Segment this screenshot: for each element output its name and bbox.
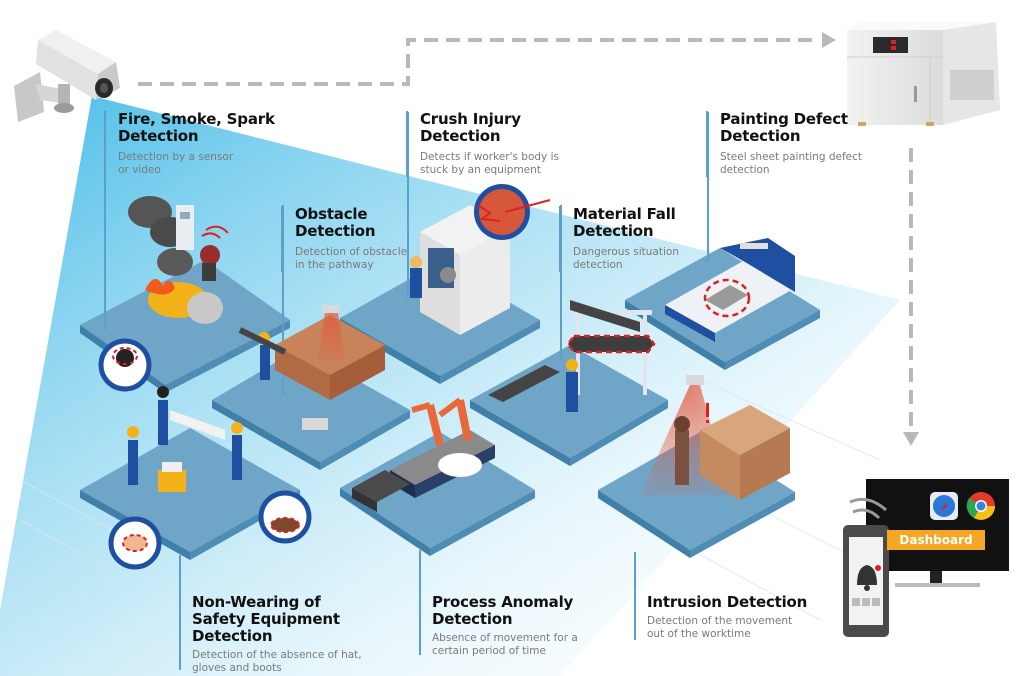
label-title: Material Fall Detection bbox=[573, 206, 713, 240]
title-line: Detection bbox=[295, 222, 376, 240]
obstacle-illustration bbox=[238, 305, 385, 430]
desc-line: Detection of the movement bbox=[647, 615, 793, 627]
label-title: Non-Wearing of Safety Equipment Detectio… bbox=[192, 594, 392, 645]
arrow-head-down bbox=[903, 432, 919, 446]
label-description: Detects if worker's body is stuck by an … bbox=[420, 151, 620, 177]
desc-line: Dangerous situation bbox=[573, 246, 679, 258]
label-description: Steel sheet painting defect detection bbox=[720, 151, 920, 177]
desc-line: Absence of movement for a bbox=[432, 632, 578, 644]
process-robot-illustration bbox=[352, 397, 495, 512]
title-line: Painting Defect bbox=[720, 110, 848, 128]
label-process: Process Anomaly Detection Absence of mov… bbox=[418, 594, 632, 658]
label-title: Fire, Smoke, Spark Detection bbox=[118, 111, 318, 145]
painting-machine-illustration bbox=[665, 238, 795, 342]
title-line: Non-Wearing of bbox=[192, 593, 321, 611]
desc-line: stuck by an equipment bbox=[420, 164, 541, 176]
title-line: Detection bbox=[420, 127, 501, 145]
edge-server-icon bbox=[847, 22, 1000, 126]
title-line: Safety Equipment bbox=[192, 610, 340, 628]
title-line: Fire, Smoke, Spark bbox=[118, 110, 275, 128]
intrusion-illustration bbox=[640, 375, 790, 500]
label-description: Detection of the movement out of the wor… bbox=[647, 615, 847, 641]
crush-machine-illustration bbox=[410, 184, 551, 335]
material-fall-illustration bbox=[488, 300, 656, 412]
label-description: Detection of obstacle in the pathway bbox=[295, 246, 435, 272]
title-line: Detection bbox=[720, 127, 801, 145]
label-crush: Crush Injury Detection Detects if worker… bbox=[406, 111, 620, 177]
label-title: Process Anomaly Detection bbox=[432, 594, 632, 628]
desc-line: detection bbox=[573, 259, 623, 271]
connector-camera-to-server bbox=[138, 38, 820, 86]
desc-line: in the pathway bbox=[295, 259, 374, 271]
label-ppe: Non-Wearing of Safety Equipment Detectio… bbox=[178, 594, 392, 675]
label-description: Dangerous situation detection bbox=[573, 246, 713, 272]
desc-line: Detection by a sensor bbox=[118, 151, 234, 163]
label-title: Obstacle Detection bbox=[295, 206, 435, 240]
desc-line: Detection of the absence of hat, bbox=[192, 649, 362, 661]
title-line: Crush Injury bbox=[420, 110, 521, 128]
dashboard-button[interactable]: Dashboard bbox=[887, 530, 985, 550]
dashboard-monitor-icon bbox=[866, 479, 1009, 587]
desc-line: Detection of obstacle bbox=[295, 246, 408, 258]
title-line: Detection bbox=[573, 222, 654, 240]
desc-line: Detects if worker's body is bbox=[420, 151, 559, 163]
label-obstacle: Obstacle Detection Detection of obstacle… bbox=[281, 206, 435, 272]
mobile-alert-icon bbox=[843, 497, 889, 637]
desc-line: or video bbox=[118, 164, 161, 176]
arrow-head-right bbox=[822, 32, 836, 48]
label-description: Absence of movement for a certain period… bbox=[432, 632, 632, 658]
label-material: Material Fall Detection Dangerous situat… bbox=[559, 206, 713, 272]
cctv-camera-icon bbox=[14, 30, 120, 122]
label-intrusion: Intrusion Detection Detection of the mov… bbox=[633, 594, 847, 641]
title-line: Obstacle bbox=[295, 205, 368, 223]
label-fire: Fire, Smoke, Spark Detection Detection b… bbox=[104, 111, 318, 177]
label-description: Detection by a sensor or video bbox=[118, 151, 318, 177]
title-line: Intrusion Detection bbox=[647, 593, 808, 611]
label-title: Painting Defect Detection bbox=[720, 111, 920, 145]
desc-line: Steel sheet painting defect bbox=[720, 151, 862, 163]
title-line: Material Fall bbox=[573, 205, 676, 223]
desc-line: out of the worktime bbox=[647, 628, 751, 640]
title-line: Process Anomaly bbox=[432, 593, 574, 611]
ppe-workers-illustration bbox=[98, 338, 312, 570]
desc-line: detection bbox=[720, 164, 770, 176]
title-line: Detection bbox=[118, 127, 199, 145]
title-line: Detection bbox=[432, 610, 513, 628]
fire-pump-illustration bbox=[128, 196, 229, 324]
label-title: Crush Injury Detection bbox=[420, 111, 620, 145]
label-description: Detection of the absence of hat, gloves … bbox=[192, 649, 392, 675]
label-painting: Painting Defect Detection Steel sheet pa… bbox=[706, 111, 920, 177]
label-title: Intrusion Detection bbox=[647, 594, 847, 611]
title-line: Detection bbox=[192, 627, 273, 645]
desc-line: certain period of time bbox=[432, 645, 546, 657]
desc-line: gloves and boots bbox=[192, 662, 282, 674]
